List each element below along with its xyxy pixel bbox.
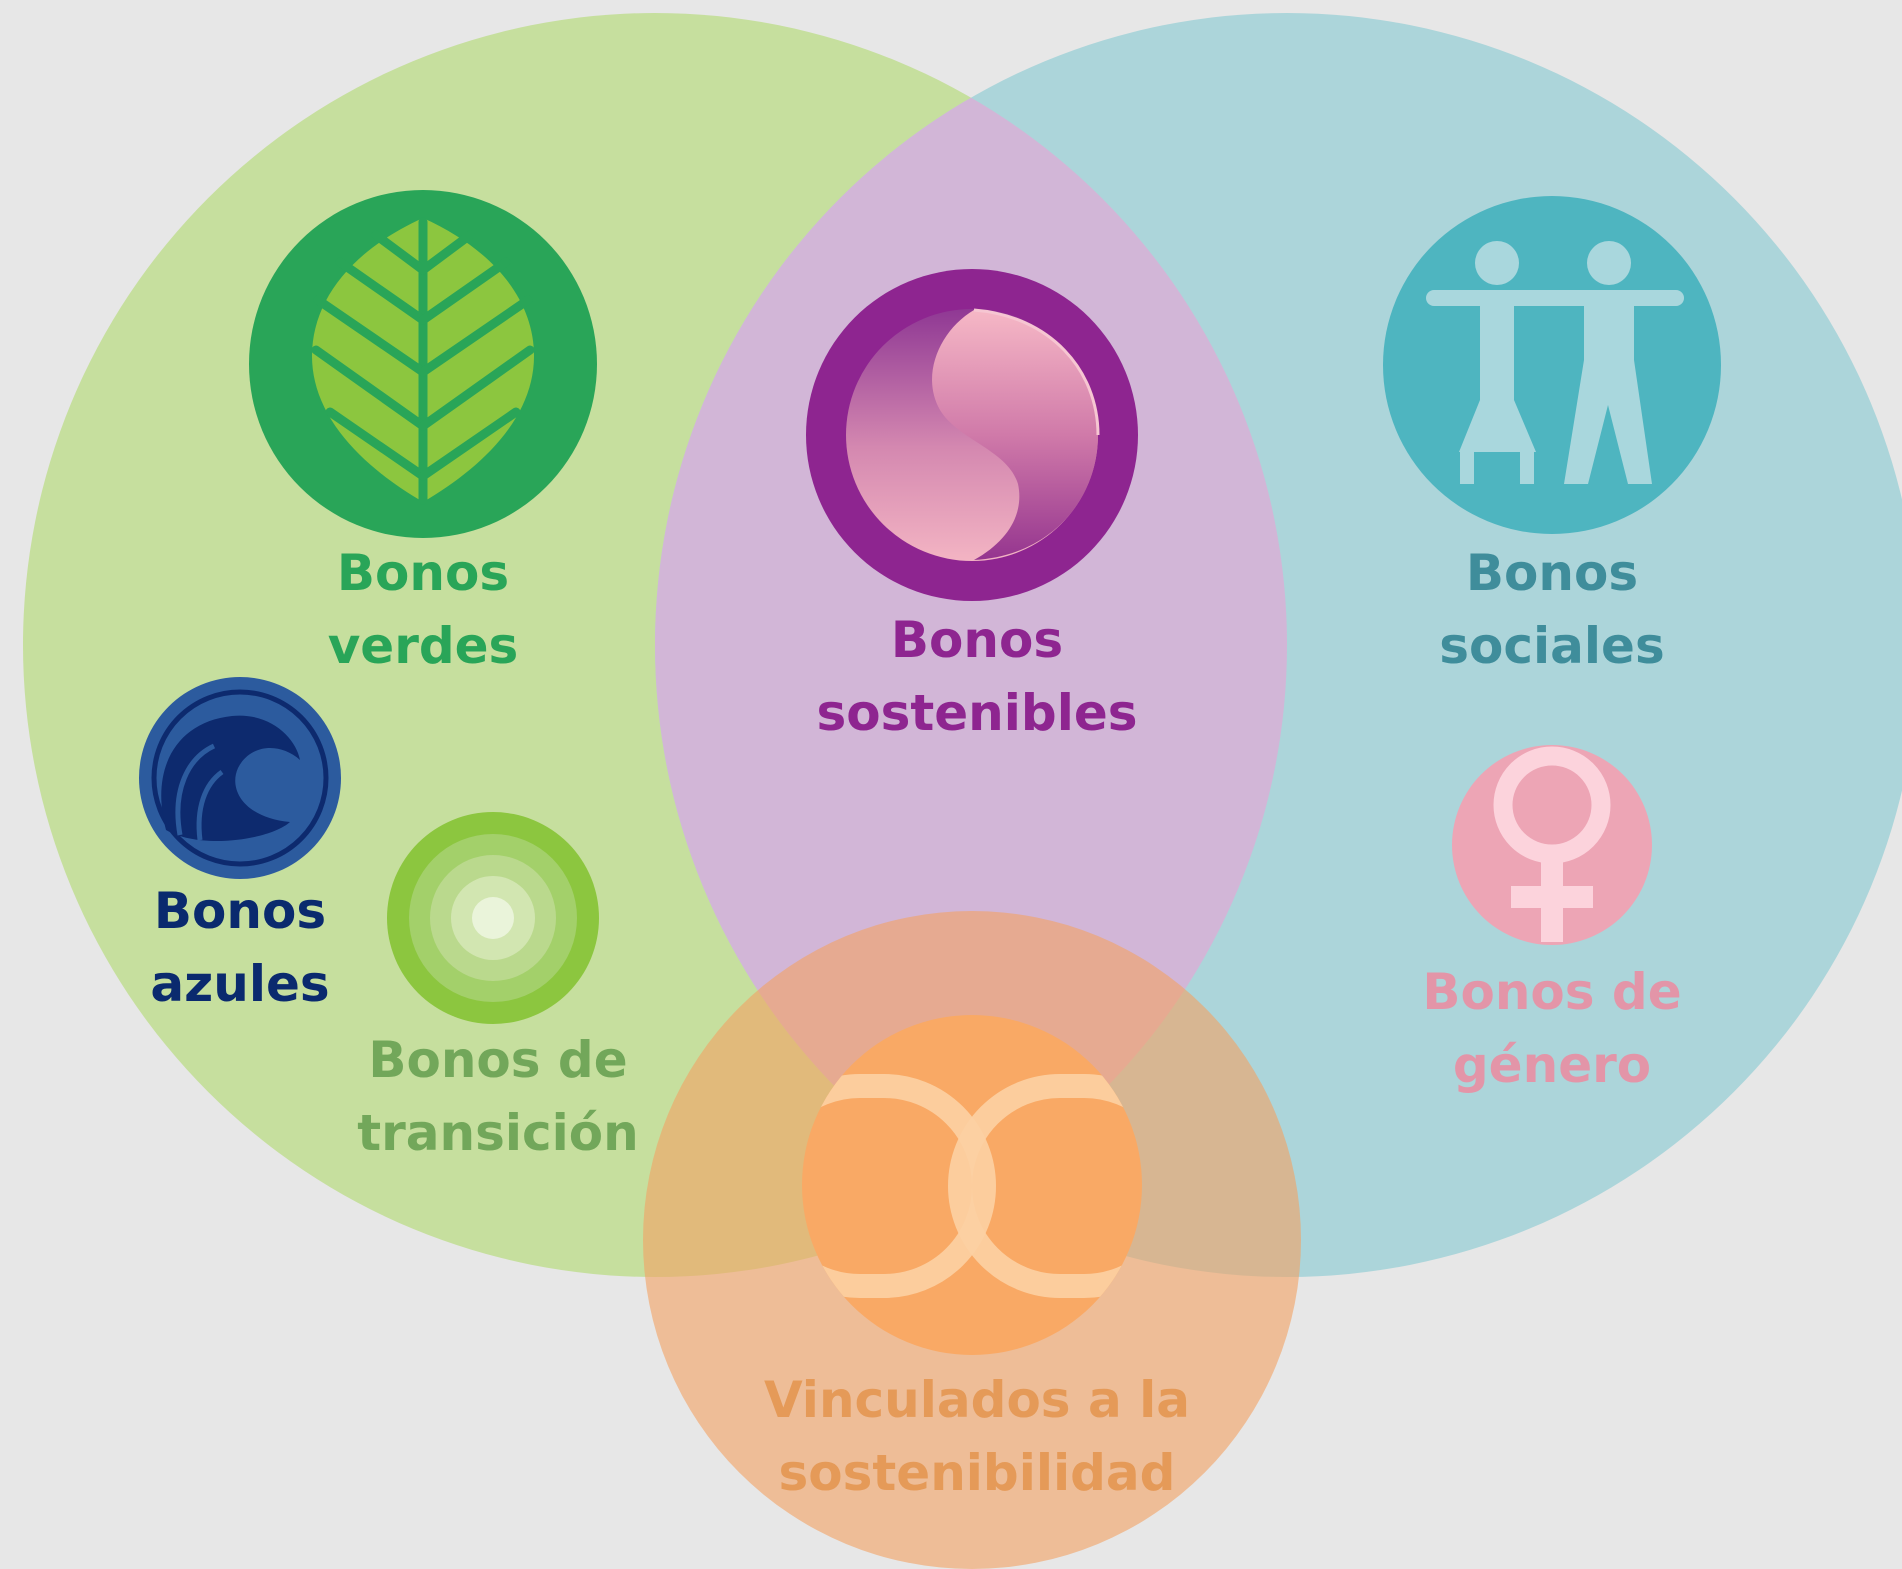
chain-link-icon — [802, 1015, 1142, 1355]
label-transition-bonds: Bonos de transición — [338, 1024, 658, 1170]
label-blue-bonds: Bonos azules — [100, 875, 380, 1021]
transition-bonds-line1: Bonos de — [368, 1031, 628, 1089]
social-bonds-line2: sociales — [1439, 617, 1665, 675]
sustainability-linked-line2: sostenibilidad — [778, 1444, 1176, 1502]
green-bonds-line1: Bonos — [336, 544, 510, 602]
sustainability-linked-line1: Vinculados a la — [763, 1371, 1190, 1429]
label-sustainability-linked: Vinculados a la sostenibilidad — [742, 1364, 1212, 1510]
blue-bonds-line1: Bonos — [153, 882, 327, 940]
gender-bonds-line2: género — [1452, 1036, 1652, 1094]
label-gender-bonds: Bonos de género — [1392, 956, 1712, 1102]
leaf-icon — [249, 190, 597, 538]
female-symbol-icon — [1452, 745, 1652, 945]
label-green-bonds: Bonos verdes — [273, 537, 573, 683]
sustainable-bonds-line1: Bonos — [890, 611, 1064, 669]
social-bonds-line1: Bonos — [1465, 544, 1639, 602]
label-sustainable-bonds: Bonos sostenibles — [807, 604, 1147, 750]
gender-bonds-line1: Bonos de — [1422, 963, 1682, 1021]
concentric-circles-icon — [387, 812, 599, 1024]
wave-icon — [139, 677, 341, 879]
sustainable-bonds-line2: sostenibles — [816, 684, 1138, 742]
green-bonds-line2: verdes — [327, 617, 519, 675]
transition-bonds-line2: transición — [357, 1104, 639, 1162]
yin-yang-icon — [806, 269, 1138, 601]
people-icon — [1383, 196, 1721, 534]
label-social-bonds: Bonos sociales — [1402, 537, 1702, 683]
blue-bonds-line2: azules — [150, 955, 330, 1013]
